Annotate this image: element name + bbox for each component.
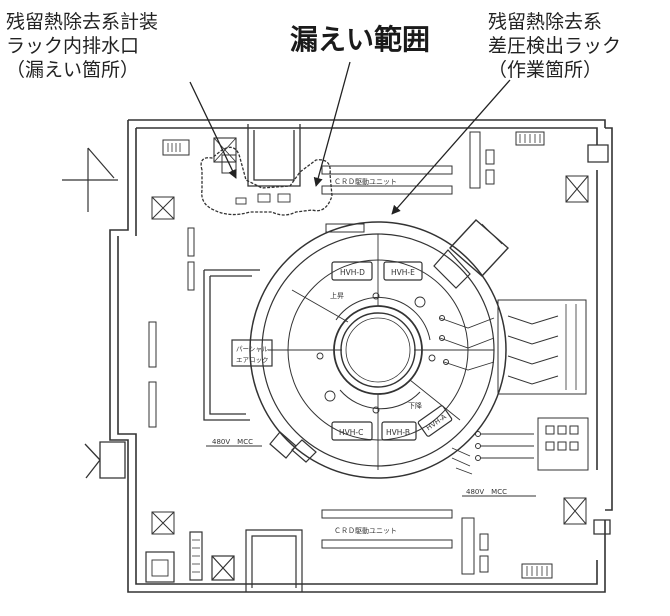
callout-arrows (189, 61, 511, 215)
down-mark: 下降 (408, 401, 422, 410)
right-doors (587, 144, 611, 535)
mcc-right: 480V MCC (466, 488, 507, 496)
svg-text:HVH-B: HVH-B (386, 428, 410, 437)
hvh-e: HVH-E (383, 261, 423, 281)
svg-text:HVH-A: HVH-A (425, 413, 448, 433)
hvh-c: HVH-C (331, 421, 373, 441)
hvh-b: HVH-B (381, 421, 417, 441)
outer-wall (109, 119, 613, 593)
crd-label-top: ＣＲＤ駆動ユニット (334, 177, 397, 186)
left-x-boxes (151, 196, 175, 535)
hatch-top-right (433, 219, 510, 289)
leak-source-line-2: ラック内排水口 (6, 35, 140, 57)
top-room (247, 124, 301, 187)
top-right-equipment (469, 131, 589, 203)
partial-airlock: パーシャル エアロック (231, 339, 273, 367)
crd-label-bottom: ＣＲＤ駆動ユニット (334, 526, 397, 535)
work-location-line-3: （作業箇所） (488, 59, 603, 81)
mcc-left: 480V MCC (212, 438, 253, 446)
top-left-tag (162, 139, 190, 156)
svg-text:HVH-D: HVH-D (340, 268, 365, 277)
leak-source-line-1: 残留熱除去系計装 (6, 11, 159, 33)
right-piping-area (439, 299, 587, 395)
left-strips (148, 227, 195, 428)
leak-area-region (200, 137, 333, 216)
north-arrow-icon (62, 147, 118, 212)
bottom-right-equipment (461, 517, 553, 579)
leak-area-callout: 漏えい範囲 (290, 23, 431, 56)
top-slot (325, 223, 365, 233)
svg-text:エアロック: エアロック (236, 356, 269, 364)
leak-source-callout: 残留熱除去系計装 ラック内排水口 （漏えい箇所） (6, 10, 158, 82)
inner-walls (203, 269, 260, 421)
lower-right-equipment (451, 417, 589, 525)
hatch-lower-left (269, 431, 317, 463)
leak-source-line-3: （漏えい箇所） (6, 59, 140, 81)
work-location-callout: 残留熱除去系 差圧検出ラック （作業箇所） (488, 10, 621, 82)
work-location-line-1: 残留熱除去系 (488, 11, 603, 33)
left-door (84, 441, 126, 479)
svg-text:HVH-C: HVH-C (339, 428, 363, 437)
up-mark: 上昇 (330, 291, 344, 300)
svg-text:HVH-E: HVH-E (391, 268, 415, 277)
primary-containment (249, 221, 507, 479)
crd-unit-top: ＣＲＤ駆動ユニット (321, 165, 453, 195)
work-location-line-2: 差圧検出ラック (488, 35, 622, 57)
hvh-d: HVH-D (331, 261, 373, 281)
bottom-left-room (145, 529, 303, 592)
svg-text:パーシャル: パーシャル (236, 345, 269, 353)
crd-unit-bottom: ＣＲＤ駆動ユニット (321, 509, 453, 549)
